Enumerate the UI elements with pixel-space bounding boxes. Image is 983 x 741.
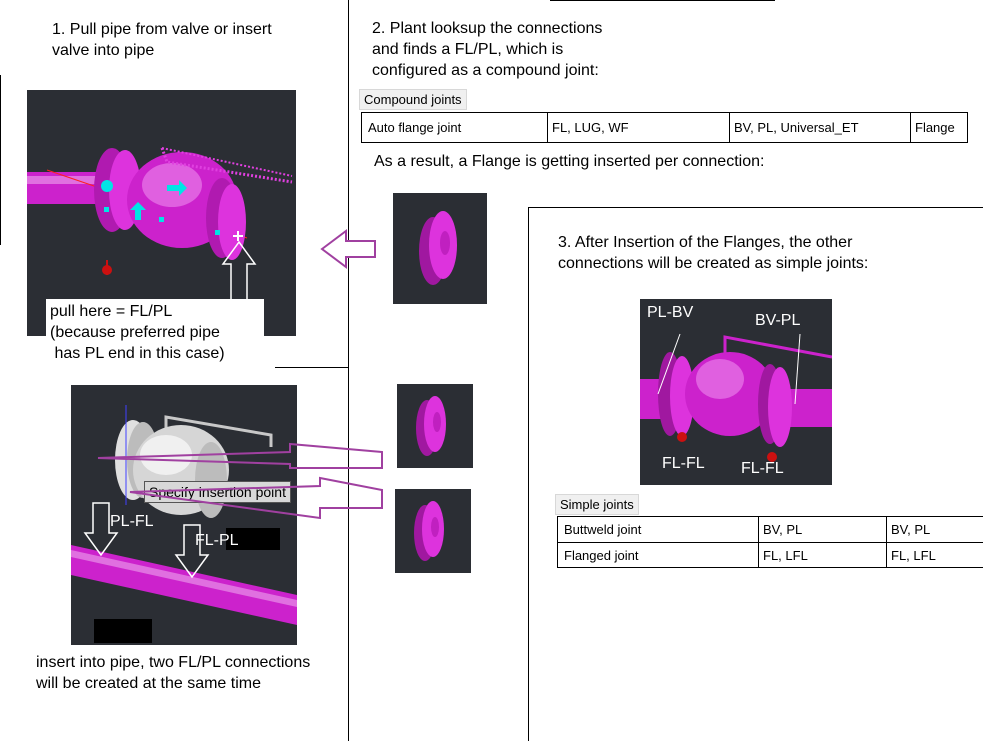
step2-title: 2. Plant looksup the connections and fin… <box>372 20 603 79</box>
table-row: Buttweld joint BV, PL BV, PL <box>558 517 983 542</box>
flange-icon <box>414 501 444 561</box>
label-fl-pl: FL-PL <box>195 532 239 549</box>
valve-grip-panel <box>27 90 296 336</box>
valve-grip-drawing <box>27 147 293 301</box>
flange-panel-2 <box>397 384 473 468</box>
result-text: As a result, a Flange is getting inserte… <box>374 153 765 170</box>
divider-left <box>348 0 349 741</box>
label-fl-fl-right: FL-FL <box>741 460 784 477</box>
flange-panel-1 <box>393 193 487 304</box>
valve-flanges-drawing <box>640 333 832 462</box>
flange-icon <box>416 396 446 456</box>
step3-title: 3. After Insertion of the Flanges, the o… <box>558 234 869 272</box>
table-cell: BV, PL <box>886 517 983 542</box>
divider-step3-top <box>528 207 983 208</box>
label-bv-pl: BV-PL <box>755 312 801 329</box>
flange-insert-arrows <box>97 442 383 520</box>
flange-icon <box>419 211 457 285</box>
step1-title: 1. Pull pipe from valve or insert valve … <box>52 21 272 59</box>
table-cell: BV, PL <box>758 517 886 542</box>
label-pl-bv: PL-BV <box>647 304 694 321</box>
label-fl-fl-left: FL-FL <box>662 455 705 472</box>
top-line <box>550 0 775 1</box>
compound-joints-tab[interactable]: Compound joints <box>359 89 467 110</box>
simple-joints-panel <box>640 299 832 485</box>
left-arrow-icon <box>320 229 376 269</box>
flange-panel-3 <box>395 489 471 573</box>
pull-callout: pull here = FL/PL (because preferred pip… <box>46 299 264 364</box>
compound-joints-table: Auto flange joint FL, LUG, WF BV, PL, Un… <box>361 112 968 143</box>
table-cell: FL, LUG, WF <box>547 113 729 142</box>
divider-step3 <box>528 207 529 741</box>
table-cell: BV, PL, Universal_ET <box>729 113 910 142</box>
table-cell: Flanged joint <box>564 547 639 563</box>
table-cell: Buttweld joint <box>564 522 642 537</box>
left-edge-line <box>0 75 1 245</box>
simple-joints-tab[interactable]: Simple joints <box>555 494 639 515</box>
label-pl-fl: PL-FL <box>110 513 154 530</box>
simple-joints-table: Buttweld joint BV, PL BV, PL Flanged joi… <box>557 516 983 568</box>
table-cell: FL, LFL <box>886 543 983 567</box>
divider-mid <box>275 367 348 368</box>
table-cell: Auto flange joint <box>368 120 462 135</box>
insert-caption: insert into pipe, two FL/PL connections … <box>36 654 311 692</box>
table-cell: Flange <box>910 113 967 142</box>
table-row: Flanged joint FL, LFL FL, LFL <box>558 542 983 567</box>
table-cell: FL, LFL <box>758 543 886 567</box>
